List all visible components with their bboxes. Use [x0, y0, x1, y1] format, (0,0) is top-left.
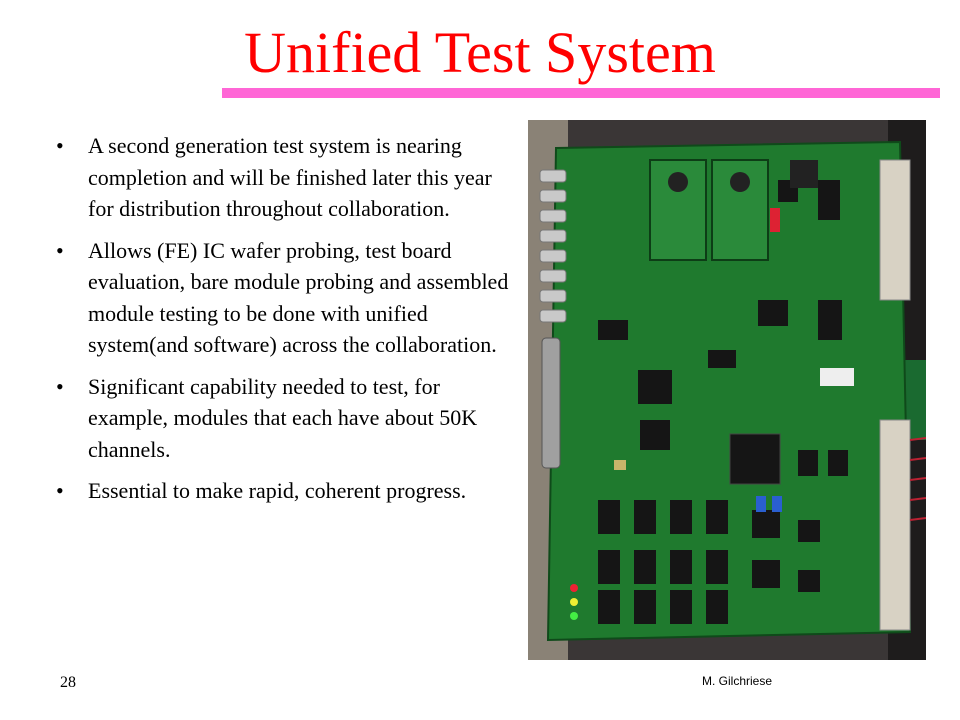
bullet-list: • A second generation test system is nea…: [50, 130, 510, 517]
bullet-text: Essential to make rapid, coherent progre…: [88, 478, 467, 503]
bullet-text: Allows (FE) IC wafer probing, test board…: [88, 237, 509, 358]
title-underline: [222, 88, 940, 98]
bullet-item: • Allows (FE) IC wafer probing, test boa…: [50, 235, 510, 361]
bullet-marker: •: [56, 373, 64, 399]
circuit-board-illustration: [528, 120, 926, 660]
bullet-item: • A second generation test system is nea…: [50, 130, 510, 225]
bullet-marker: •: [56, 133, 64, 158]
bullet-text: A second generation test system is neari…: [88, 133, 492, 221]
circuit-board-photo: [528, 120, 926, 660]
slide-title: Unified Test System: [244, 20, 716, 85]
bullet-text: Significant capability needed to test, f…: [88, 373, 478, 462]
bullet-marker: •: [56, 478, 64, 503]
bullet-item: • Essential to make rapid, coherent prog…: [50, 475, 510, 507]
author-footer: M. Gilchriese: [702, 674, 773, 688]
bullet-item: • Significant capability needed to test,…: [50, 371, 510, 466]
slide-number: 28: [60, 674, 76, 691]
bullet-marker: •: [56, 237, 64, 263]
